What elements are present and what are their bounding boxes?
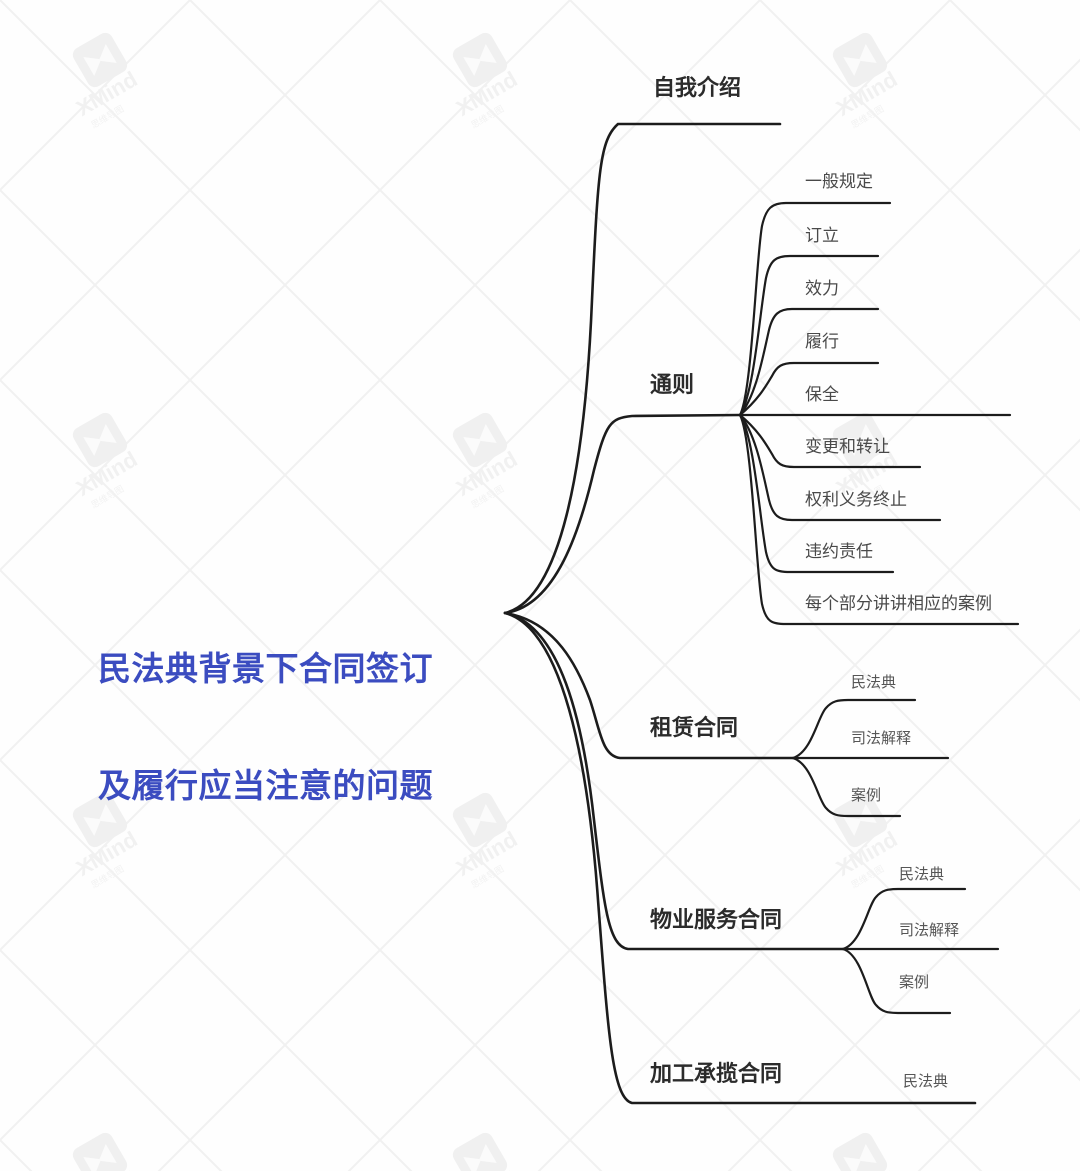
node-property-civil-code[interactable]: 民法典 [899,866,945,883]
root-node-label[interactable]: 民法典背景下合同签订 及履行应当注意的问题 [98,572,498,884]
main-branch-processing-contract[interactable] [503,611,977,1105]
node-property-service-contract[interactable]: 物业服务合同 [650,907,783,932]
main-branch-general-rules[interactable] [503,413,742,615]
node-breach-liability[interactable]: 违约责任 [805,542,873,561]
sub-branches-general-rules [738,201,1020,626]
node-termination-of-rights[interactable]: 权利义务终止 [805,490,907,509]
node-case-per-section[interactable]: 每个部分讲讲相应的案例 [805,594,992,613]
sub-branches-property-service [841,887,1000,1015]
node-lease-contract[interactable]: 租赁合同 [650,715,739,740]
sub-branches-lease [791,698,950,818]
node-preservation[interactable]: 保全 [805,385,839,404]
node-general-rules[interactable]: 通则 [650,372,695,397]
main-branch-property-service-contract[interactable] [503,611,845,951]
node-lease-civil-code[interactable]: 民法典 [851,674,897,691]
node-processing-civil-code[interactable]: 民法典 [903,1073,949,1090]
root-label-line1: 民法典背景下合同签订 [98,649,433,687]
node-validity[interactable]: 效力 [805,279,839,298]
node-lease-case[interactable]: 案例 [851,787,882,804]
node-property-judicial-interpretation[interactable]: 司法解释 [899,922,960,939]
main-branch-lease-contract[interactable] [503,611,795,760]
node-lease-judicial-interpretation[interactable]: 司法解释 [851,730,912,747]
main-branch-self-intro[interactable] [503,122,782,615]
node-self-intro[interactable]: 自我介绍 [653,75,742,100]
node-modification-transfer[interactable]: 变更和转让 [805,437,890,456]
node-general-provisions[interactable]: 一般规定 [805,172,873,191]
node-performance[interactable]: 履行 [805,332,839,351]
node-processing-contract[interactable]: 加工承揽合同 [650,1061,783,1086]
node-formation[interactable]: 订立 [805,226,839,245]
root-label-line2: 及履行应当注意的问题 [98,766,433,804]
node-property-case[interactable]: 案例 [899,974,930,991]
